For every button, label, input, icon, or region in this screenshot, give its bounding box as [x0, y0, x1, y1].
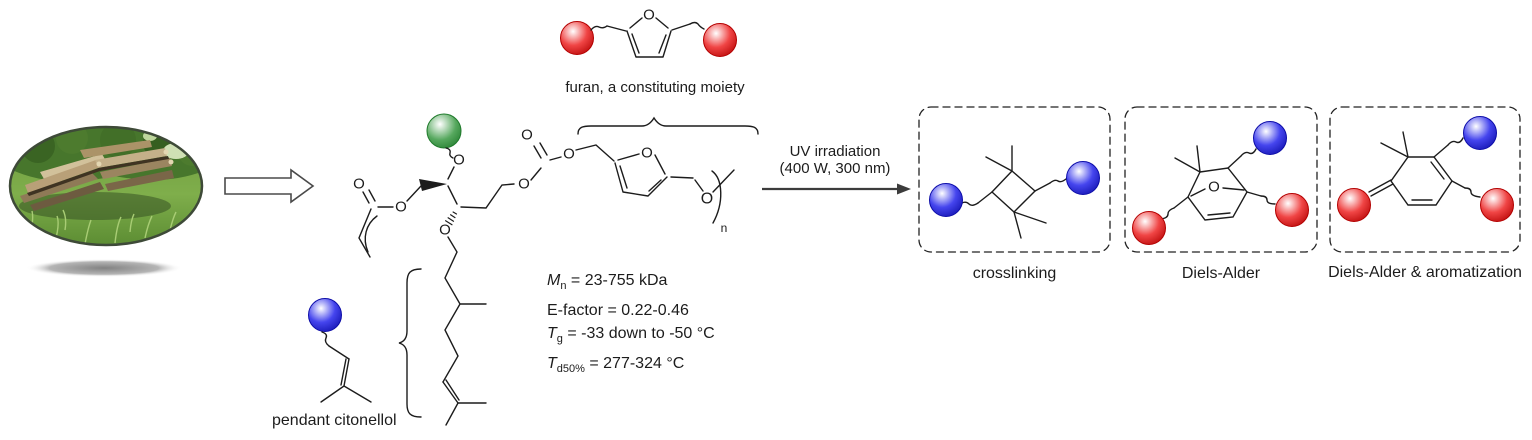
blue-sphere — [308, 298, 342, 332]
pendant-caption: pendant citonellol — [272, 412, 397, 429]
atom-label-O: O — [453, 152, 465, 169]
squiggle-bond — [321, 331, 330, 347]
polymer-structure: O O O O O O O O O n — [353, 113, 759, 426]
product-box-diels-alder: O — [1124, 106, 1318, 253]
tg-subscript: g — [556, 333, 563, 346]
green-sphere — [426, 113, 462, 149]
td-subscript: d50% — [556, 363, 585, 376]
mn-value: = 23-755 kDa — [566, 272, 668, 289]
property-tg: Tg = -33 down to -50 °C — [547, 322, 715, 352]
squiggle-bond — [445, 147, 454, 159]
double-bond — [1411, 161, 1445, 201]
squiggle-bond — [1049, 178, 1067, 184]
dashed-box — [1329, 106, 1521, 253]
atom-label-O: O — [353, 176, 365, 193]
uv-conditions-line1: UV irradiation — [789, 143, 881, 160]
squiggle-bond — [1464, 187, 1481, 198]
double-bond — [442, 379, 460, 404]
red-sphere — [703, 23, 737, 57]
uv-conditions: UV irradiation (400 W, 300 nm) — [751, 143, 919, 177]
cyclobutane-ring — [990, 170, 1037, 213]
property-td: Td50% = 277-324 °C — [547, 352, 715, 382]
blue-sphere — [1463, 116, 1497, 150]
red-sphere — [1480, 188, 1514, 222]
uv-conditions-line2: (400 W, 300 nm) — [779, 160, 891, 177]
blue-sphere — [1253, 121, 1287, 155]
squiggle-bond — [961, 201, 979, 206]
product-box-crosslinking — [918, 106, 1111, 253]
cyclohexadiene-ring — [1390, 156, 1453, 206]
photo-rim — [8, 125, 204, 247]
chain-bracket-left — [364, 215, 378, 253]
uv-reaction-arrow — [762, 183, 911, 195]
squiggle-bond — [1160, 207, 1175, 220]
dashed-box — [1124, 106, 1318, 253]
red-sphere — [1337, 188, 1371, 222]
hollow-arrow-icon — [224, 168, 315, 204]
over-brace — [577, 116, 759, 135]
double-bond — [533, 142, 548, 159]
tg-value: = -33 down to -50 °C — [562, 325, 715, 343]
td-value: = 277-324 °C — [584, 354, 685, 372]
biomass-photo — [8, 125, 204, 277]
mn-subscript: n — [560, 280, 567, 293]
squiggle-bond — [689, 21, 705, 30]
furan-caption: furan, a constituting moiety — [565, 79, 745, 96]
double-bond — [340, 358, 350, 387]
product-box-diels-alder-aromatization — [1329, 106, 1521, 253]
polymer-properties: Mn = 23-755 kDa E-factor = 0.22-0.46 Tg … — [547, 269, 715, 382]
atom-label-O: O — [439, 222, 451, 239]
atom-label-O: O — [395, 199, 407, 216]
red-sphere — [1132, 211, 1166, 245]
atom-label-O: O — [521, 127, 533, 144]
property-mn: Mn = 23-755 kDa — [547, 269, 715, 299]
product-label-diels-alder-aromatization: Diels-Alder & aromatization — [1328, 264, 1522, 281]
tg-symbol: T — [547, 325, 557, 343]
product-label-crosslinking: crosslinking — [972, 265, 1057, 282]
atom-label-O: O — [1208, 179, 1220, 196]
double-bond — [1368, 179, 1394, 197]
atom-label-O: O — [643, 7, 655, 24]
mn-symbol: M — [547, 272, 561, 289]
pendant-citronellol-structure — [308, 298, 372, 403]
photo-shadow — [26, 259, 182, 277]
squiggle-bond — [1240, 148, 1257, 157]
red-sphere — [560, 21, 594, 55]
atom-label-O: O — [701, 191, 713, 208]
blue-sphere — [1066, 161, 1100, 195]
dashed-box — [918, 106, 1111, 253]
wedge-bond — [419, 179, 447, 191]
blue-sphere — [929, 183, 963, 217]
td-symbol: T — [547, 354, 557, 372]
furan-moiety-structure: O — [560, 7, 737, 58]
squiggle-bond — [1260, 195, 1276, 205]
atom-label-O: O — [518, 176, 530, 193]
squiggle-bond — [590, 25, 608, 31]
property-efactor: E-factor = 0.22-0.46 — [547, 301, 689, 319]
red-sphere — [1275, 193, 1309, 227]
squiggle-bond — [1447, 137, 1464, 146]
repeat-subscript-n: n — [721, 221, 728, 235]
double-bond — [1207, 212, 1231, 216]
double-bond — [362, 189, 376, 204]
product-label-diels-alder: Diels-Alder — [1181, 265, 1261, 282]
side-brace — [398, 268, 422, 418]
atom-label-O: O — [563, 146, 575, 163]
hashed-bond — [445, 211, 458, 226]
chain-bracket-right — [711, 170, 722, 224]
atom-label-O: O — [641, 145, 653, 162]
